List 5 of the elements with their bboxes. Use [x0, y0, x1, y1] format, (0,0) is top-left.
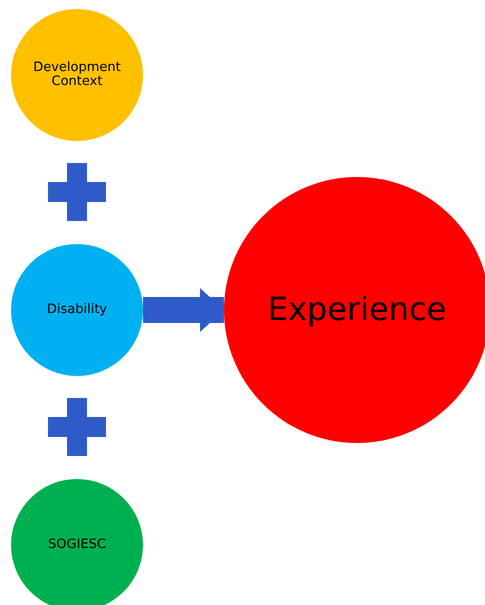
node-label: Experience	[268, 293, 446, 327]
block-arrow	[143, 288, 224, 332]
node-label: SOGIESC	[48, 538, 106, 552]
node-label: Development Context	[32, 61, 122, 89]
node-label: Disability	[46, 303, 108, 317]
